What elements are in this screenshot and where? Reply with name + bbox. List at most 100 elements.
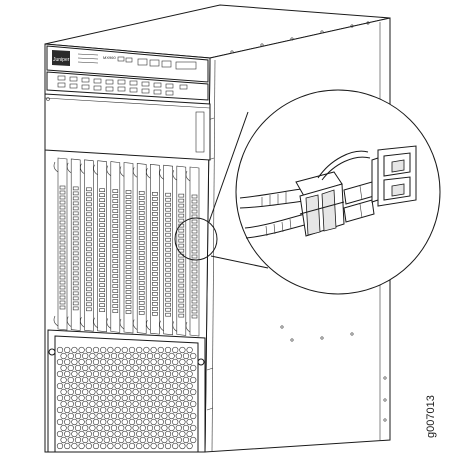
card-port [165,227,171,232]
grille-hole [78,418,85,426]
card-port [86,227,92,232]
grille-hole [172,406,179,414]
card-port [72,281,79,286]
card-port [125,255,132,259]
grille-hole [74,388,82,396]
grille-hole [190,352,197,360]
card-port [86,222,92,227]
grille-hole [179,370,186,378]
grille-hole [161,352,168,360]
grille-hole [71,370,78,378]
card-port [138,231,145,235]
grille-hole [172,346,179,354]
grille-hole [121,382,128,390]
grille-hole [139,364,146,372]
grille-hole [168,376,175,384]
card-port [125,210,132,214]
card-port [86,277,92,282]
card-port [178,263,185,268]
grille-hole [136,442,143,450]
grille-hole [71,418,78,426]
card-port [112,259,119,263]
grille-hole [114,346,121,354]
card-port [178,233,185,238]
grille-hole [164,430,172,438]
grille-hole [60,400,67,408]
grille-hole [128,394,136,402]
card-port [165,222,171,227]
card-port [138,246,145,250]
grille-hole [125,376,132,384]
grille-hole [89,388,96,396]
grille-hole [92,394,100,402]
grille-hole [125,436,132,444]
grille-hole [161,400,168,408]
grille-hole [67,436,74,444]
grille-hole [143,442,150,450]
card-port [72,191,79,196]
card-port [165,307,171,312]
grille-hole [78,406,85,414]
grille-hole [74,424,82,432]
card-port [86,202,92,207]
grille-hole [67,424,74,432]
card-port [99,213,105,217]
card-port [191,244,198,249]
grille-hole [143,394,150,402]
card-port [112,234,119,238]
grille-hole [132,436,139,444]
card-port [138,271,145,275]
grille-hole [175,400,182,408]
card-port [99,263,105,268]
grille-hole [56,382,64,390]
grille-hole [110,400,118,408]
grille-hole [161,364,168,372]
card-port [125,215,132,219]
card-port [99,218,105,222]
card-port [191,254,198,259]
magnified-callout [235,89,441,295]
card-port [191,219,198,224]
grille-hole [121,430,128,438]
grille-hole [175,436,182,444]
grille-hole [179,406,186,414]
grille-hole [56,418,64,426]
grille-hole [172,418,179,426]
card-port [138,286,145,290]
card-port [152,296,158,301]
card-port [191,224,198,229]
card-port [72,236,79,241]
grille-hole [114,358,121,366]
card-port [86,232,92,237]
card-port [86,212,92,217]
grille-hole [157,394,164,402]
card-port [99,188,105,192]
card-port [72,306,79,311]
grille-hole [78,430,85,438]
card-port [165,207,171,212]
grille-hole [71,346,78,354]
grille-hole [190,376,197,384]
grille-hole [139,376,146,384]
grille-hole [190,412,197,420]
grille-hole [56,346,64,354]
grille-hole [100,394,107,402]
grille-hole [118,400,125,408]
grille-hole [139,412,146,420]
grille-hole [132,412,139,420]
card-port [72,206,79,211]
card-port [112,214,119,218]
card-port [138,261,145,265]
grille-hole [168,400,175,408]
card-port [191,279,198,284]
grille-hole [154,364,161,372]
grille-hole [179,430,186,438]
card-port [112,229,119,233]
grille-hole [92,358,100,366]
grille-hole [179,442,186,450]
line-card-slots [53,157,200,337]
grille-hole [182,388,190,396]
grille-hole [182,424,190,432]
grille-hole [89,364,96,372]
grille-hole [71,406,78,414]
